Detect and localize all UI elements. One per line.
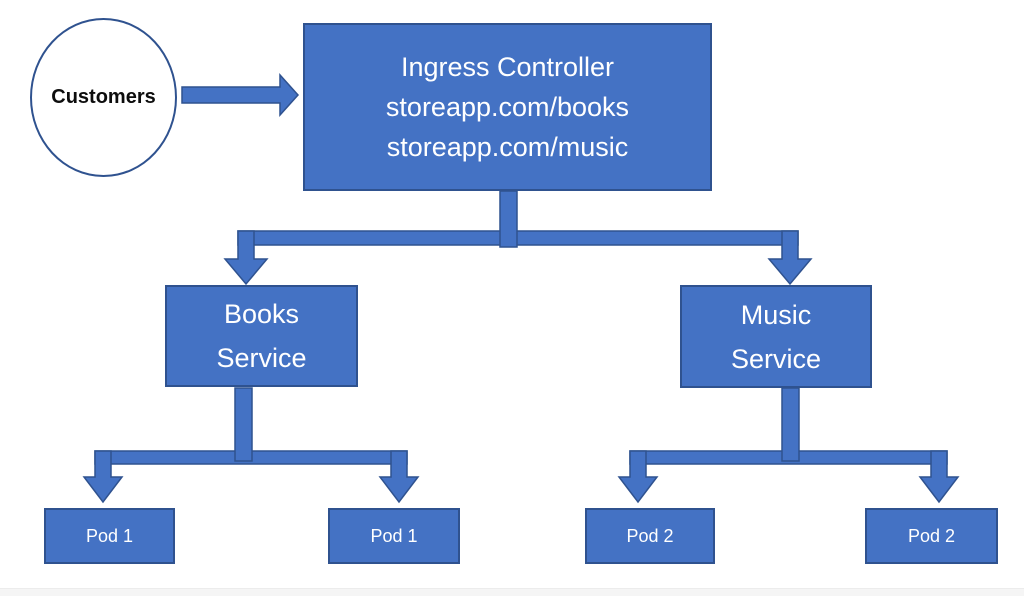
pod-label: Pod 1 (370, 525, 418, 546)
arrow-to-pod1-right-icon (378, 450, 420, 504)
pod-node: Pod 2 (865, 508, 998, 564)
pod-label: Pod 1 (85, 525, 134, 546)
books-branch-connector (82, 387, 420, 504)
ingress-title: Ingress Controller (400, 52, 615, 82)
ingress-route-books: storeapp.com/books (385, 92, 630, 122)
music-service-label-line1: Music (740, 299, 812, 330)
arrow-to-pod2-left-icon (617, 450, 659, 504)
ingress-route-music: storeapp.com/music (386, 132, 629, 162)
ingress-branch-connector (223, 190, 813, 286)
customers-label: Customers (51, 86, 156, 108)
arrow-to-pod1-left-icon (82, 450, 124, 504)
ingress-branch-bar (237, 230, 799, 246)
arrow-to-pod2-right-icon (918, 450, 960, 504)
customers-node: Customers (30, 18, 177, 177)
music-branch-connector (617, 387, 960, 504)
customers-to-ingress-arrow-icon (181, 73, 300, 117)
ingress-controller-node: Ingress Controller storeapp.com/books st… (303, 23, 712, 191)
music-service-node: Music Service (680, 285, 872, 388)
arrow-to-books-service-icon (223, 230, 269, 286)
books-stem (234, 387, 253, 462)
music-stem (781, 387, 800, 462)
pod-label: Pod 2 (907, 525, 956, 546)
books-service-node: Books Service (165, 285, 358, 387)
ingress-stem (499, 190, 518, 248)
arrow-to-music-service-icon (767, 230, 813, 286)
pod-node: Pod 1 (44, 508, 175, 564)
bottom-edge-strip (0, 588, 1024, 596)
books-service-label-line1: Books (223, 299, 300, 329)
music-service-label-line2: Service (730, 343, 822, 374)
pod-node: Pod 1 (328, 508, 460, 564)
pod-label: Pod 2 (626, 525, 674, 546)
books-service-label-line2: Service (216, 343, 307, 373)
pod-node: Pod 2 (585, 508, 715, 564)
